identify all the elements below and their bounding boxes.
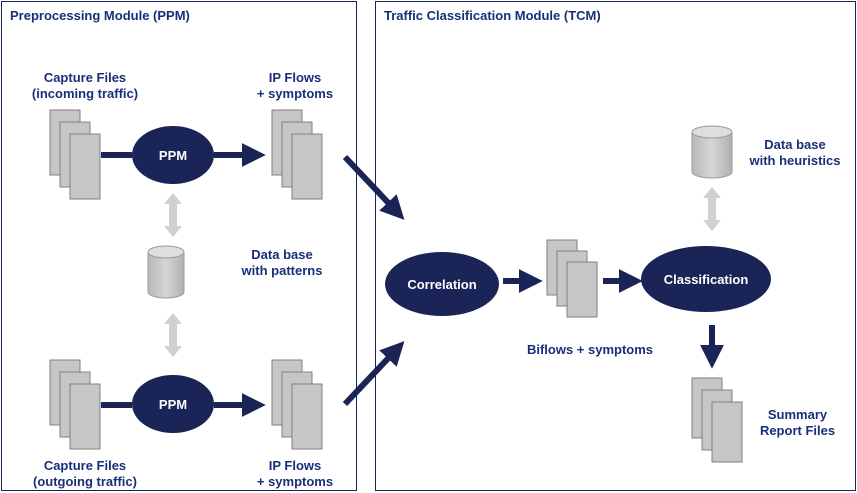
classification-node: Classification	[641, 246, 771, 312]
tcm-panel: Traffic Classification Module (TCM)	[375, 1, 856, 491]
summary-report-docs	[691, 377, 743, 463]
ipflows-bottom-line2: + symptoms	[256, 474, 334, 489]
capture-out-label: Capture Files (outgoing traffic)	[10, 458, 160, 490]
summary-label: Summary Report Files	[740, 407, 855, 439]
db-heuristics-line1: Data base	[764, 137, 826, 152]
db-patterns-line2: with patterns	[241, 263, 323, 278]
capture-in-line2: (incoming traffic)	[31, 86, 139, 101]
biflows-docs	[546, 239, 598, 318]
ip-flows-top-docs	[271, 109, 323, 200]
ipflows-bottom-to-correlation-arrow	[342, 341, 405, 407]
biflows-line: Biflows + symptoms	[526, 342, 654, 357]
summary-line2: Report Files	[759, 423, 836, 438]
tcm-panel-title: Traffic Classification Module (TCM)	[384, 8, 601, 23]
ip-flows-bottom-docs	[271, 359, 323, 450]
ppm-panel: Preprocessing Module (PPM)	[1, 1, 357, 491]
ipflows-bottom-label: IP Flows + symptoms	[240, 458, 350, 490]
capture-in-label: Capture Files (incoming traffic)	[10, 70, 160, 102]
flow-arrows	[101, 143, 724, 417]
ipflows-top-to-correlation-arrow	[342, 154, 405, 220]
db-patterns-label: Data base with patterns	[212, 247, 352, 279]
ppm-top-label: PPM	[159, 148, 187, 163]
capture-in-line1: Capture Files	[43, 70, 127, 85]
patterns-link-bottom	[164, 313, 182, 357]
ipflows-top-line1: IP Flows	[268, 70, 322, 85]
db-patterns-line1: Data base	[251, 247, 313, 262]
database-heuristics-icon	[691, 125, 733, 179]
ppm-top-node: PPM	[132, 126, 214, 184]
heuristics-link	[703, 187, 721, 231]
ipflows-bottom-line1: IP Flows	[268, 458, 322, 473]
db-heuristics-label: Data base with heuristics	[735, 137, 855, 169]
classification-label: Classification	[664, 272, 749, 287]
ppm-bottom-label: PPM	[159, 397, 187, 412]
ppm-panel-title: Preprocessing Module (PPM)	[10, 8, 190, 23]
correlation-node: Correlation	[385, 252, 499, 316]
db-heuristics-line2: with heuristics	[749, 153, 841, 168]
capture-out-line1: Capture Files	[43, 458, 127, 473]
correlation-label: Correlation	[407, 277, 476, 292]
capture-out-line2: (outgoing traffic)	[33, 474, 137, 489]
summary-line1: Summary	[767, 407, 828, 422]
database-patterns-icon	[147, 245, 185, 299]
ipflows-top-line2: + symptoms	[256, 86, 334, 101]
capture-files-incoming-docs	[49, 109, 101, 200]
capture-files-outgoing-docs	[49, 359, 101, 450]
ipflows-top-label: IP Flows + symptoms	[240, 70, 350, 102]
ppm-bottom-node: PPM	[132, 375, 214, 433]
patterns-link-top	[164, 193, 182, 237]
biflows-label: Biflows + symptoms	[500, 342, 680, 358]
